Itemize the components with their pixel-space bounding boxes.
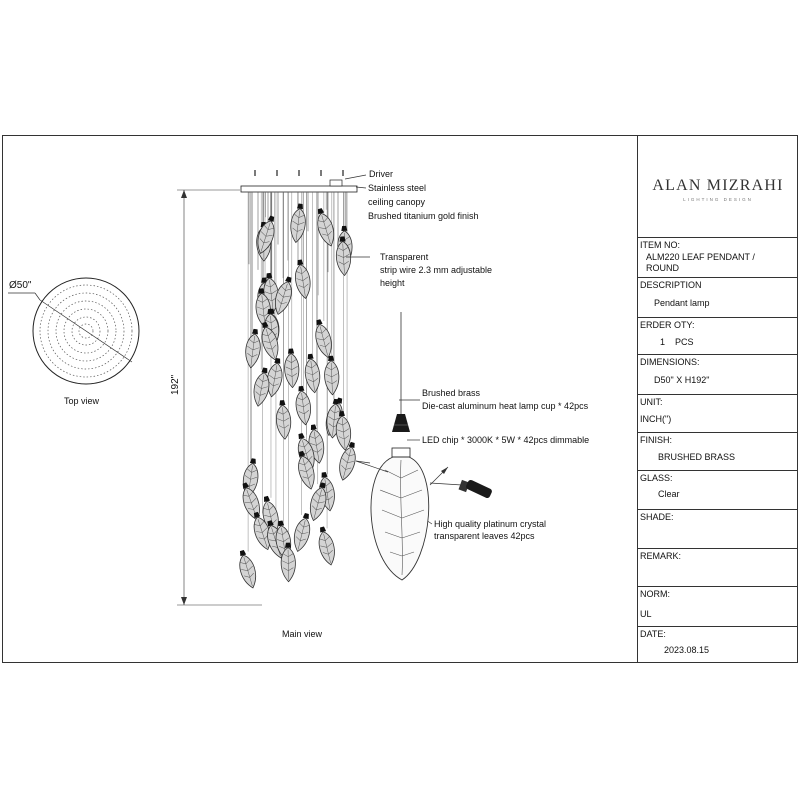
single-pendant-detail: [355, 312, 492, 581]
finish-note: Brushed titanium gold finish: [368, 211, 479, 221]
unit-value: INCH("): [640, 414, 672, 424]
crystal-leaf: [259, 495, 283, 537]
item-no-row: ITEM NO: ALM220 LEAF PENDANT / ROUND: [638, 238, 798, 278]
unit-row: UNIT: INCH("): [638, 395, 798, 433]
glass-label: GLASS:: [640, 473, 673, 483]
description-label: DESCRIPTION: [640, 280, 702, 290]
cup-label-line2: Die-cast aluminum heat lamp cup * 42pcs: [422, 401, 589, 411]
cup-label-line1: Brushed brass: [422, 388, 481, 398]
order-qty-row: ERDER OTY: 1 PCS: [638, 318, 798, 355]
crystal-leaf: [274, 400, 293, 441]
crystal-leaf: [270, 276, 296, 317]
crystal-leaf: [236, 549, 261, 591]
brand-name: ALAN MIZRAHI: [652, 177, 784, 194]
canopy-label-line2: ceiling canopy: [368, 197, 426, 207]
leaf-label-line2: transparent leaves 42pcs: [434, 531, 535, 541]
crystal-leaf: [262, 308, 281, 349]
crystal-leaf: [293, 385, 314, 427]
crystal-leaf: [263, 520, 289, 561]
finish-row: FINISH: BRUSHED BRASS: [638, 433, 798, 471]
description-row: DESCRIPTION Pendant lamp: [638, 278, 798, 318]
shade-label: SHADE:: [640, 512, 674, 522]
brand-subtitle: LIGHTING DESIGN: [683, 197, 753, 202]
finish-value: BRUSHED BRASS: [658, 452, 736, 462]
glass-value: Clear: [658, 489, 680, 499]
crystal-leaf: [258, 321, 283, 363]
driver-label: Driver: [369, 169, 393, 179]
brand-logo: ALAN MIZRAHI LIGHTING DESIGN: [638, 135, 798, 238]
crystal-leaf: [312, 319, 336, 360]
norm-row: NORM: UL: [638, 587, 798, 627]
title-block: ALAN MIZRAHI LIGHTING DESIGN ITEM NO: AL…: [637, 135, 798, 663]
ceiling-canopy: [240, 170, 358, 193]
crystal-leaf: [334, 411, 353, 452]
dimensions-row: DIMENSIONS: D50" X H192": [638, 355, 798, 395]
unit-label: UNIT:: [640, 397, 663, 407]
description-value: Pendant lamp: [654, 298, 710, 308]
order-qty-value: 1 PCS: [660, 337, 694, 347]
crystal-leaf: [254, 288, 273, 329]
remark-row: REMARK:: [638, 549, 798, 587]
date-label: DATE:: [640, 629, 666, 639]
led-label: LED chip * 3000K * 5W * 42pcs dimmable: [422, 435, 590, 445]
crystal-leaf: [283, 348, 301, 389]
crystal-leaf: [306, 482, 330, 523]
crystal-leaf: [306, 424, 327, 465]
norm-value: UL: [640, 609, 652, 619]
date-row: DATE: 2023.08.15: [638, 627, 798, 663]
date-value: 2023.08.15: [664, 645, 710, 655]
crystal-leaf: [335, 441, 359, 483]
glass-row: GLASS: Clear: [638, 471, 798, 510]
crystal-leaf: [323, 355, 341, 396]
height-label: 192": [170, 374, 181, 395]
crystal-leaf: [336, 225, 354, 266]
crystal-leaf: [250, 367, 272, 408]
crystal-leaf: [264, 357, 285, 399]
diameter-label: Ø50": [9, 280, 32, 291]
dimensions-value: D50" X H192": [654, 375, 710, 385]
main-view-caption: Main view: [282, 629, 323, 639]
crystal-leaf: [295, 450, 319, 492]
item-no-value-line2: ROUND: [646, 263, 679, 273]
crystal-leaf: [292, 259, 314, 300]
crystal-leaf: [261, 272, 281, 314]
crystal-leaf: [238, 482, 265, 523]
crystal-leaf: [288, 203, 308, 244]
crystal-leaf: [315, 526, 339, 567]
crystal-leaf: [253, 215, 278, 256]
crystal-leaf: [250, 511, 276, 553]
wire-label-line3: height: [380, 278, 405, 288]
crystal-leaf: [273, 520, 294, 561]
crystal-leaf: [290, 513, 314, 554]
top-view-drawing: [8, 277, 140, 385]
crystal-leaves: [236, 203, 359, 591]
item-no-label: ITEM NO:: [640, 240, 680, 250]
canopy-label-line1: Stainless steel: [368, 183, 427, 193]
crystal-leaf: [280, 542, 297, 583]
wire-label-line1: Transparent: [380, 252, 429, 262]
drawing-sheet-border: [2, 135, 798, 663]
crystal-leaf: [303, 353, 323, 394]
top-view-caption: Top view: [64, 396, 100, 406]
wire-label-line2: strip wire 2.3 mm adjustable: [380, 265, 493, 275]
crystal-leaf: [324, 398, 344, 440]
item-no-value-line1: ALM220 LEAF PENDANT /: [646, 252, 755, 262]
leaf-label-line1: High quality platinum crystal: [434, 519, 547, 529]
finish-label: FINISH:: [640, 435, 673, 445]
shade-row: SHADE:: [638, 510, 798, 549]
crystal-leaf: [335, 236, 353, 277]
order-qty-label: ERDER OTY:: [640, 320, 695, 330]
crystal-leaf: [313, 208, 339, 249]
height-dimension: [177, 189, 262, 606]
dimensions-label: DIMENSIONS:: [640, 357, 700, 367]
crystal-leaf: [243, 328, 263, 370]
remark-label: REMARK:: [640, 551, 682, 561]
norm-label: NORM:: [640, 589, 670, 599]
crystal-leaf: [294, 433, 319, 474]
crystal-leaf: [317, 471, 338, 513]
crystal-leaf: [240, 458, 261, 499]
